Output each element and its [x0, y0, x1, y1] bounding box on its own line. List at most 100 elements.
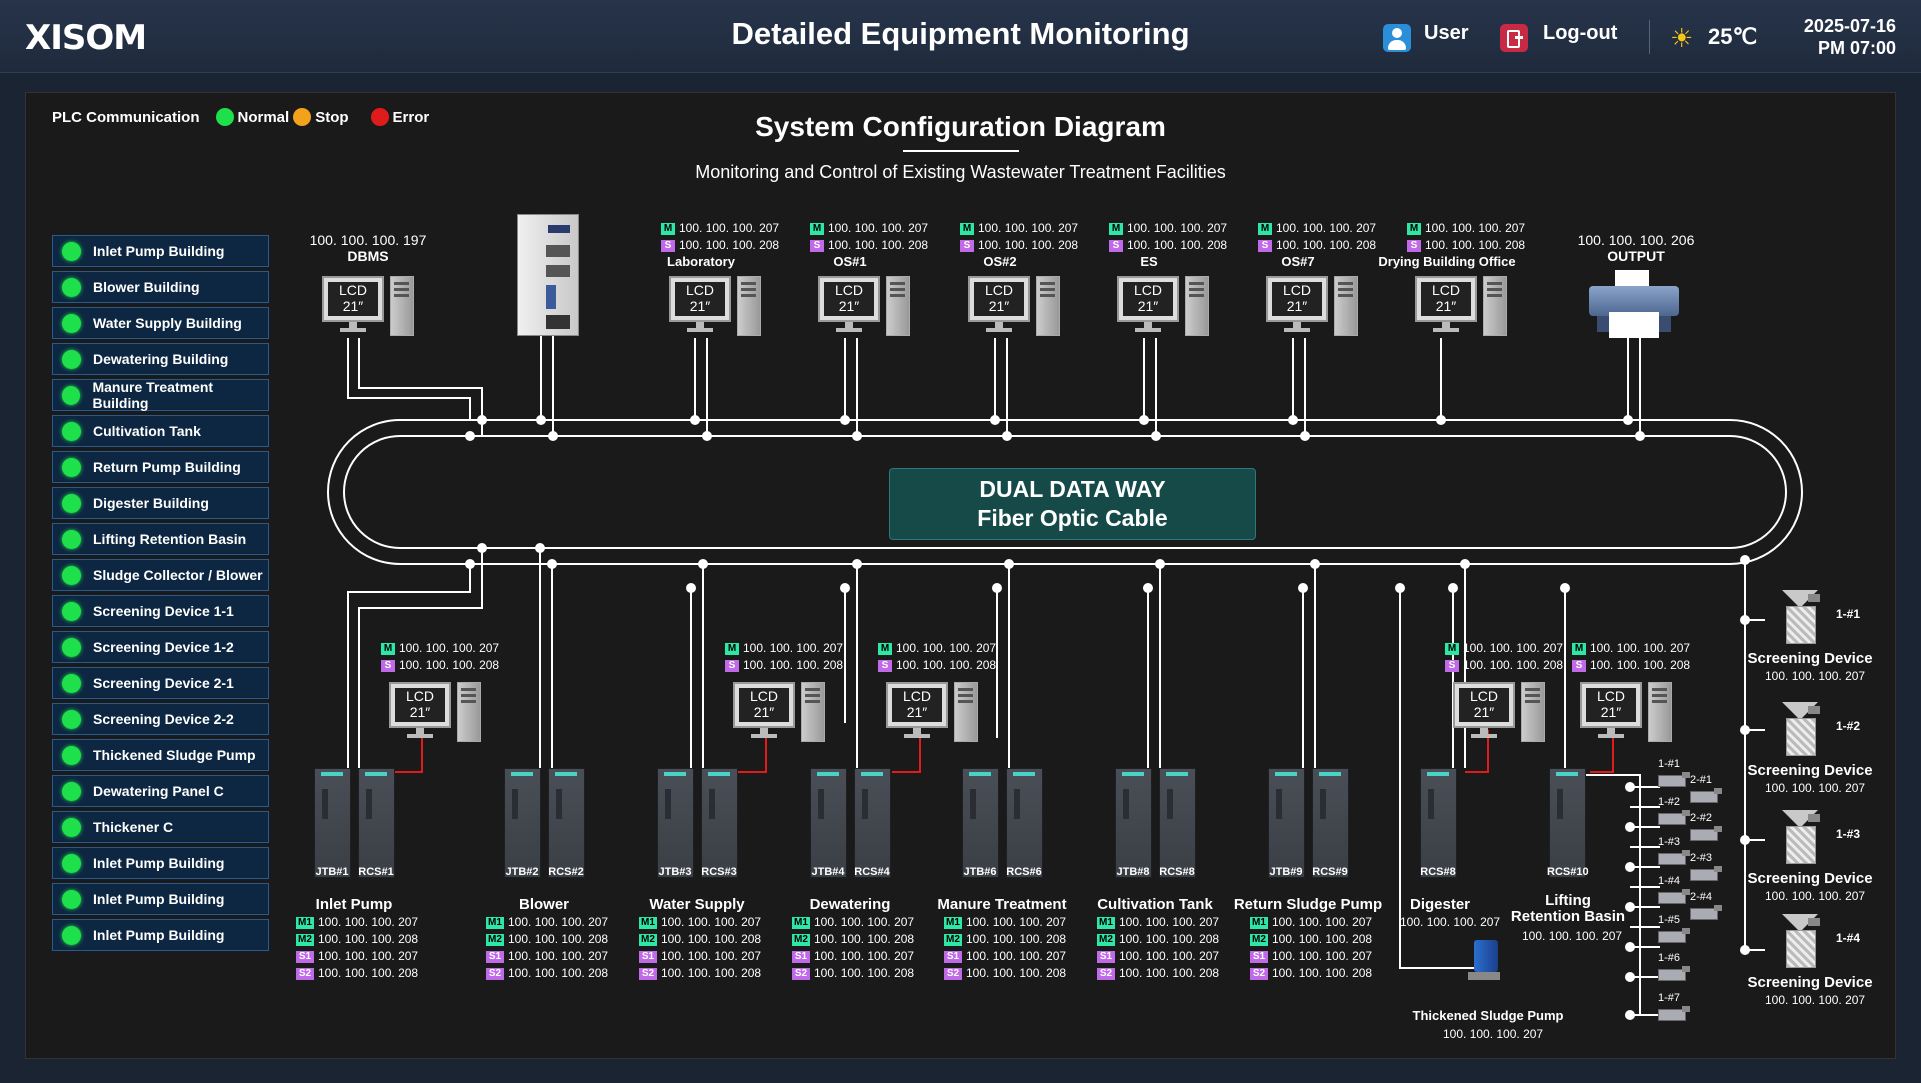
rcs-cabinet[interactable] — [1312, 768, 1349, 878]
logout-button[interactable]: Log-out — [1543, 22, 1618, 44]
group-label: Manure Treatment — [937, 896, 1067, 913]
facility-item[interactable]: Blower Building — [52, 271, 269, 303]
screening-device-icon[interactable] — [1772, 588, 1832, 648]
facility-item[interactable]: Inlet Pump Building — [52, 883, 269, 915]
rcs-cabinet[interactable] — [548, 768, 585, 878]
diagram-panel — [25, 92, 1896, 1059]
facility-item[interactable]: Sludge Collector / Blower — [52, 559, 269, 591]
jtb-cabinet[interactable] — [657, 768, 694, 878]
facility-item[interactable]: Thickener C — [52, 811, 269, 843]
pc-tower-icon — [801, 682, 825, 742]
jtb-cabinet[interactable] — [1268, 768, 1305, 878]
screening-device-icon[interactable] — [1772, 700, 1832, 760]
rcs-cabinet[interactable] — [1159, 768, 1196, 878]
facility-item[interactable]: Manure Treatment Building — [52, 379, 269, 411]
logout-icon[interactable] — [1500, 24, 1528, 52]
facility-item[interactable]: Dewatering Building — [52, 343, 269, 375]
facility-label: Manure Treatment Building — [92, 379, 214, 411]
sub-device-icon[interactable] — [1658, 966, 1692, 982]
facility-item[interactable]: Inlet Pump Building — [52, 847, 269, 879]
dual-data-way-title: DUAL DATA WAY — [979, 476, 1166, 502]
legend-stop: Stop — [315, 108, 349, 126]
facility-item[interactable]: Thickened Sludge Pump — [52, 739, 269, 771]
jtb-cabinet[interactable] — [810, 768, 847, 878]
pump-icon[interactable] — [1466, 940, 1502, 984]
facility-item[interactable]: Digester Building — [52, 487, 269, 519]
sub-device-icon[interactable] — [1658, 1006, 1692, 1022]
server-icon[interactable] — [517, 214, 579, 336]
sub-device-icon[interactable] — [1658, 928, 1692, 944]
facility-item[interactable]: Inlet Pump Building — [52, 235, 269, 267]
facility-item[interactable]: Screening Device 2-2 — [52, 703, 269, 735]
jtb-cabinet[interactable] — [504, 768, 541, 878]
facility-label: Inlet Pump Building — [93, 855, 225, 871]
facility-item[interactable]: Cultivation Tank — [52, 415, 269, 447]
user-icon[interactable] — [1383, 24, 1411, 52]
facility-item[interactable]: Water Supply Building — [52, 307, 269, 339]
sub-device-icon[interactable] — [1690, 788, 1724, 804]
sub-device-icon[interactable] — [1658, 810, 1692, 826]
pc-tower-icon — [886, 276, 910, 336]
output-node[interactable]: 100. 100. 100. 206 OUTPUT — [1566, 232, 1706, 264]
jtb-cabinet[interactable] — [314, 768, 351, 878]
status-led-icon — [62, 313, 81, 333]
screening-device-ip: 100. 100. 100. 207 — [1765, 781, 1866, 795]
facility-item[interactable]: Inlet Pump Building — [52, 919, 269, 951]
group-label: Return Sludge Pump — [1233, 896, 1383, 913]
rcs-cabinet[interactable] — [1006, 768, 1043, 878]
dbms-node[interactable]: 100. 100. 100. 197 DBMS — [298, 232, 438, 264]
legend-title: PLC Communication — [52, 108, 200, 126]
jtb-label: JTB#8 — [1116, 866, 1150, 878]
facility-label: Digester Building — [93, 495, 209, 511]
user-button[interactable]: User — [1424, 22, 1469, 44]
facility-item[interactable]: Lifting Retention Basin — [52, 523, 269, 555]
facility-item[interactable]: Return Pump Building — [52, 451, 269, 483]
sub-device-icon[interactable] — [1690, 905, 1724, 921]
digester-cabinet[interactable] — [1420, 768, 1457, 878]
sub-device-icon[interactable] — [1658, 850, 1692, 866]
rcs-cabinet[interactable] — [701, 768, 738, 878]
screening-device-icon[interactable] — [1772, 808, 1832, 868]
facility-item[interactable]: Dewatering Panel C — [52, 775, 269, 807]
rcs-cabinet[interactable] — [854, 768, 891, 878]
sub-device-icon[interactable] — [1658, 772, 1692, 788]
jtb-cabinet[interactable] — [962, 768, 999, 878]
sub-device-icon[interactable] — [1690, 866, 1724, 882]
facility-item[interactable]: Screening Device 2-1 — [52, 667, 269, 699]
facility-item[interactable]: Screening Device 1-1 — [52, 595, 269, 627]
sub-device-icon[interactable] — [1690, 826, 1724, 842]
pc-tower-icon — [1483, 276, 1507, 336]
printer-icon[interactable] — [1589, 270, 1679, 340]
lifting-cabinet[interactable] — [1549, 768, 1586, 878]
facility-label: Thickener C — [93, 819, 174, 835]
facility-item[interactable]: Screening Device 1-2 — [52, 631, 269, 663]
screening-device-id: 1-#2 — [1836, 719, 1861, 733]
sub-device-label: 1-#2 — [1658, 796, 1681, 808]
datetime: 2025-07-16 PM 07:00 — [1804, 15, 1896, 59]
rcs-cabinet[interactable] — [358, 768, 395, 878]
screening-device-icon[interactable] — [1772, 912, 1832, 972]
jtb-cabinet[interactable] — [1115, 768, 1152, 878]
sub-device-icon[interactable] — [1658, 889, 1692, 905]
facility-label: Thickened Sludge Pump — [93, 747, 256, 763]
